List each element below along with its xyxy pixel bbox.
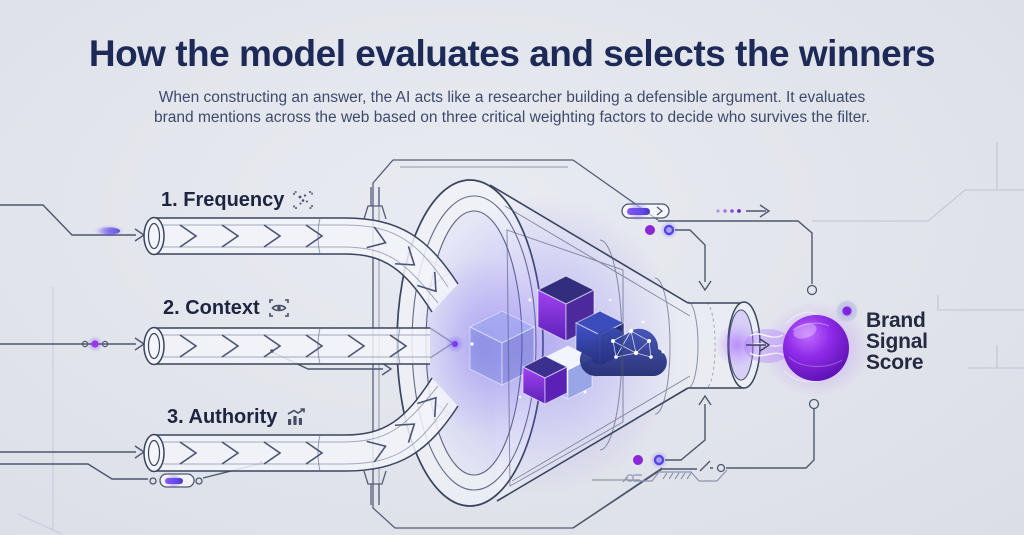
frequency-label: 1. Frequency	[161, 188, 285, 211]
sphere-satellite-dot	[835, 299, 859, 323]
score-line-2: Signal	[866, 330, 928, 353]
context-label: 2. Context	[163, 296, 260, 319]
pipe-frequency	[143, 216, 459, 313]
frequency-icon	[293, 191, 314, 209]
input-label-frequency: 1. Frequency	[161, 188, 315, 212]
page-subtitle: When constructing an answer, the AI acts…	[112, 88, 912, 128]
indicator-dot-pair-top	[645, 221, 678, 239]
sparkle-dots	[518, 298, 665, 399]
subtitle-line-1: When constructing an answer, the AI acts…	[158, 89, 866, 106]
progress-dots	[716, 209, 741, 213]
signal-comet	[94, 225, 124, 237]
input-label-authority: 3. Authority	[167, 405, 308, 429]
pipe-authority	[143, 377, 459, 473]
context-eye-icon	[268, 299, 289, 317]
authority-label: 3. Authority	[167, 405, 278, 428]
signal-dot-context	[87, 336, 103, 352]
input-label-context: 2. Context	[163, 296, 291, 320]
input-pipes	[143, 216, 474, 473]
indicator-dot-pair-bottom	[633, 451, 668, 469]
page-title: How the model evaluates and selects the …	[88, 33, 936, 74]
score-line-3: Score	[866, 351, 924, 374]
signal-capsule-authority	[159, 473, 195, 489]
funnel-nozzle	[687, 301, 761, 389]
bottom-circuitry	[572, 394, 820, 529]
score-line-1: Brand	[866, 309, 926, 332]
background-circuit-traces	[17, 142, 1024, 535]
brand-signal-score-label: Brand Signal Score	[866, 310, 928, 373]
authority-chart-icon	[287, 408, 306, 425]
status-capsule	[621, 201, 670, 221]
pipe-context	[143, 326, 474, 366]
top-circuitry	[658, 204, 818, 296]
brand-signal-sphere	[761, 301, 871, 397]
subtitle-line-2: brand mentions across the web based on t…	[154, 109, 870, 126]
